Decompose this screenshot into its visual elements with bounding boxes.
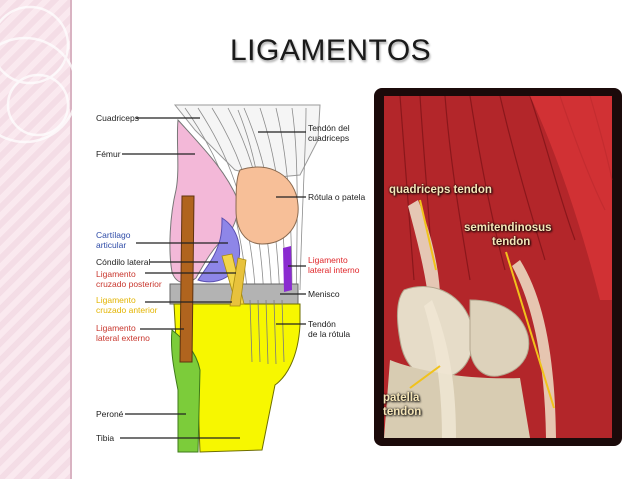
photo-label-patella-1: patella — [383, 392, 420, 404]
decorative-side-band — [0, 0, 70, 479]
photo-label-patella-2: tendon — [383, 406, 422, 418]
knee-diagram — [120, 104, 321, 453]
label-lca-1: Ligamento — [96, 295, 136, 305]
label-condilo: Cóndilo lateral — [96, 257, 151, 267]
tibial-plateau — [469, 299, 530, 377]
photo-label-semitendinosus-2: tendon — [492, 236, 531, 248]
decorative-ring — [6, 73, 70, 137]
patellar-tendon — [249, 299, 285, 365]
label-lle-2: lateral externo — [96, 333, 150, 343]
muscle-highlight — [530, 96, 612, 300]
label-lli-2: lateral interno — [308, 265, 360, 275]
leader-lines — [120, 117, 306, 439]
photo-label-quadriceps-tendon: quadriceps tendon — [389, 184, 492, 196]
anterior-cruciate-ligament — [229, 257, 247, 307]
decorative-ring — [0, 5, 70, 85]
label-lcp-1: Ligamento — [96, 269, 136, 279]
label-rotula: Rótula o patela — [308, 192, 366, 202]
label-tendon-cuadriceps-2: cuadriceps — [308, 133, 350, 143]
knee-photo — [374, 88, 622, 446]
semitendinosus-tendon-shape — [512, 260, 556, 438]
patella-tendon-shape — [424, 300, 456, 438]
label-tendon-cuadriceps-1: Tendón del — [308, 123, 350, 133]
medial-collateral-ligament — [283, 246, 292, 292]
label-tibia: Tibia — [96, 433, 115, 443]
quadriceps-tendon-shape — [408, 200, 440, 296]
photo-leader-lines — [409, 199, 555, 409]
label-cartilago-2: articular — [96, 240, 127, 250]
slide-title: LIGAMENTOS — [230, 34, 432, 67]
label-cuadriceps: Cuadriceps — [96, 113, 139, 123]
label-cartilago-1: Cartílago — [96, 230, 131, 240]
label-lli-1: Ligamento — [308, 255, 348, 265]
photo-label-semitendinosus-1: semitendinosus — [464, 222, 552, 234]
label-lle-1: Ligamento — [96, 323, 136, 333]
decorative-ring — [0, 36, 79, 144]
label-tendon-rotula-1: Tendón — [308, 319, 336, 329]
label-lcp-2: cruzado posterior — [96, 279, 162, 289]
label-perone: Peroné — [96, 409, 124, 419]
patella-bone — [235, 166, 299, 245]
label-menisco: Menisco — [308, 289, 340, 299]
label-femur: Fémur — [96, 149, 121, 159]
side-band-edge — [70, 0, 72, 479]
label-tendon-rotula-2: de la rótula — [308, 329, 351, 339]
lateral-collateral-ligament — [179, 195, 195, 363]
decorative-rings — [0, 5, 79, 144]
label-lca-2: cruzado anterior — [96, 305, 158, 315]
